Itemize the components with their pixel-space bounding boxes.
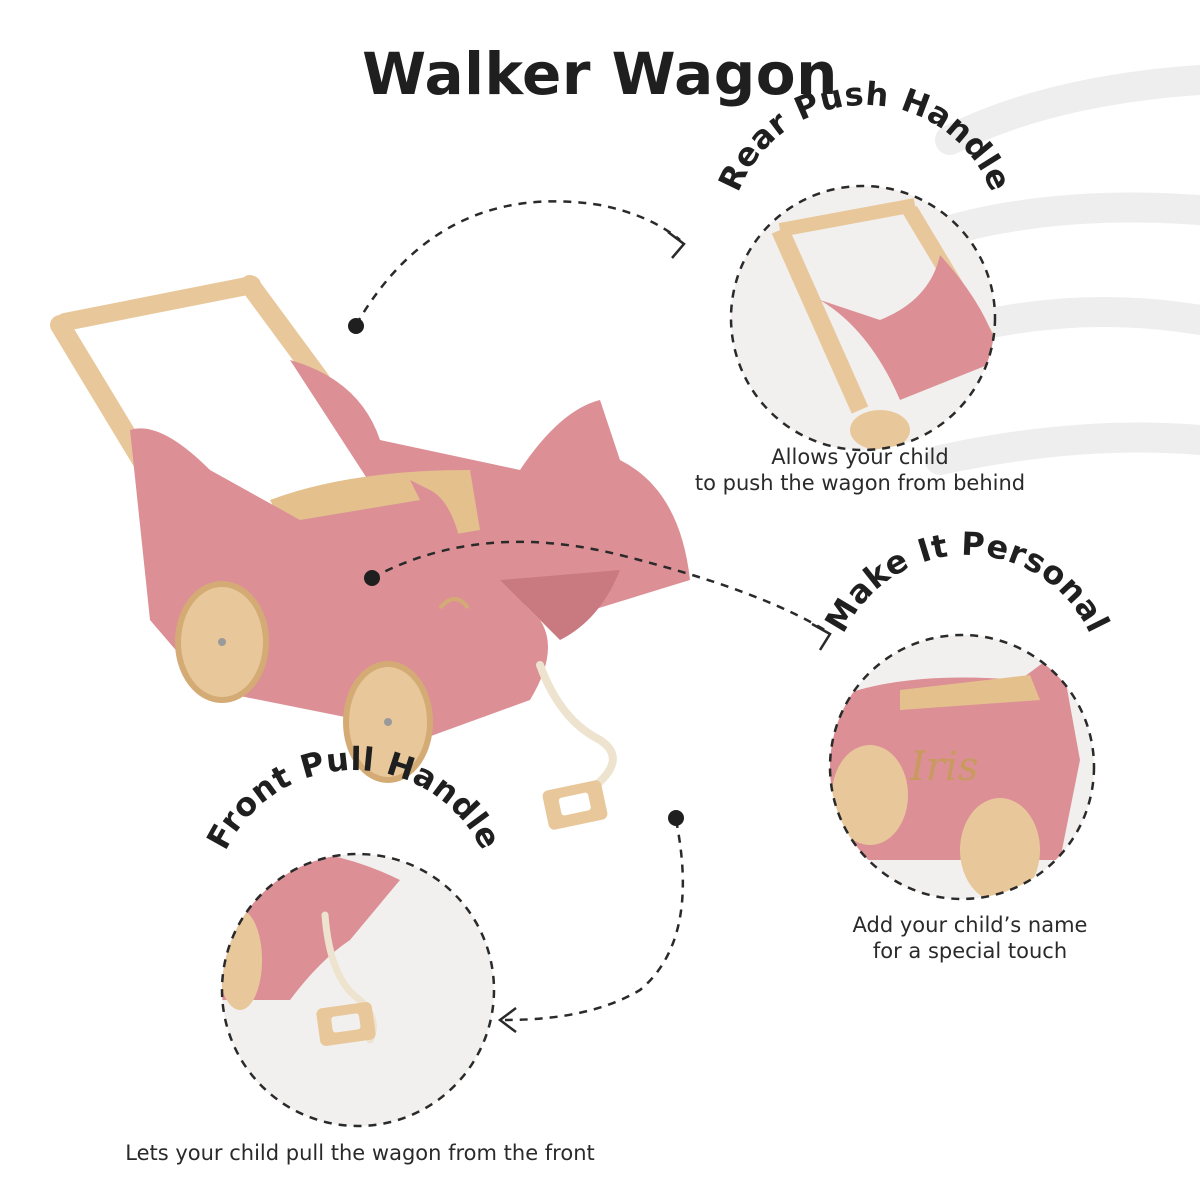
engraved-name: Iris (909, 744, 978, 790)
rear-description-line-2: to push the wagon from behind (694, 471, 1026, 495)
rear-push-handle-description: Allows your child to push the wagon from… (660, 444, 1060, 496)
arrow-heads (497, 231, 832, 1033)
personal-description-line-2: for a special touch (872, 939, 1068, 963)
wagon-main-image (50, 275, 690, 830)
front-pull-handle-heading: Front Pull Handle (199, 740, 509, 856)
make-it-personal-heading: Make It Personal (817, 525, 1117, 639)
front-connector-path (504, 819, 685, 1022)
personal-description-line-1: Add your child’s name (852, 913, 1088, 937)
front-pull-handle-detail-image (220, 852, 496, 1128)
connector-dots (348, 318, 684, 826)
front-pull-handle-description: Lets your child pull the wagon from the … (125, 1141, 595, 1165)
connector-arrows (354, 200, 829, 1022)
rear-description-line-1: Allows your child (771, 445, 949, 469)
make-it-personal-detail-image: Iris (828, 633, 1096, 901)
rear-push-handle-detail-image (729, 184, 997, 452)
page-title: Walker Wagon (362, 40, 838, 108)
rear-connector-path (354, 200, 681, 326)
make-it-personal-description: Add your child’s name for a special touc… (790, 912, 1150, 964)
